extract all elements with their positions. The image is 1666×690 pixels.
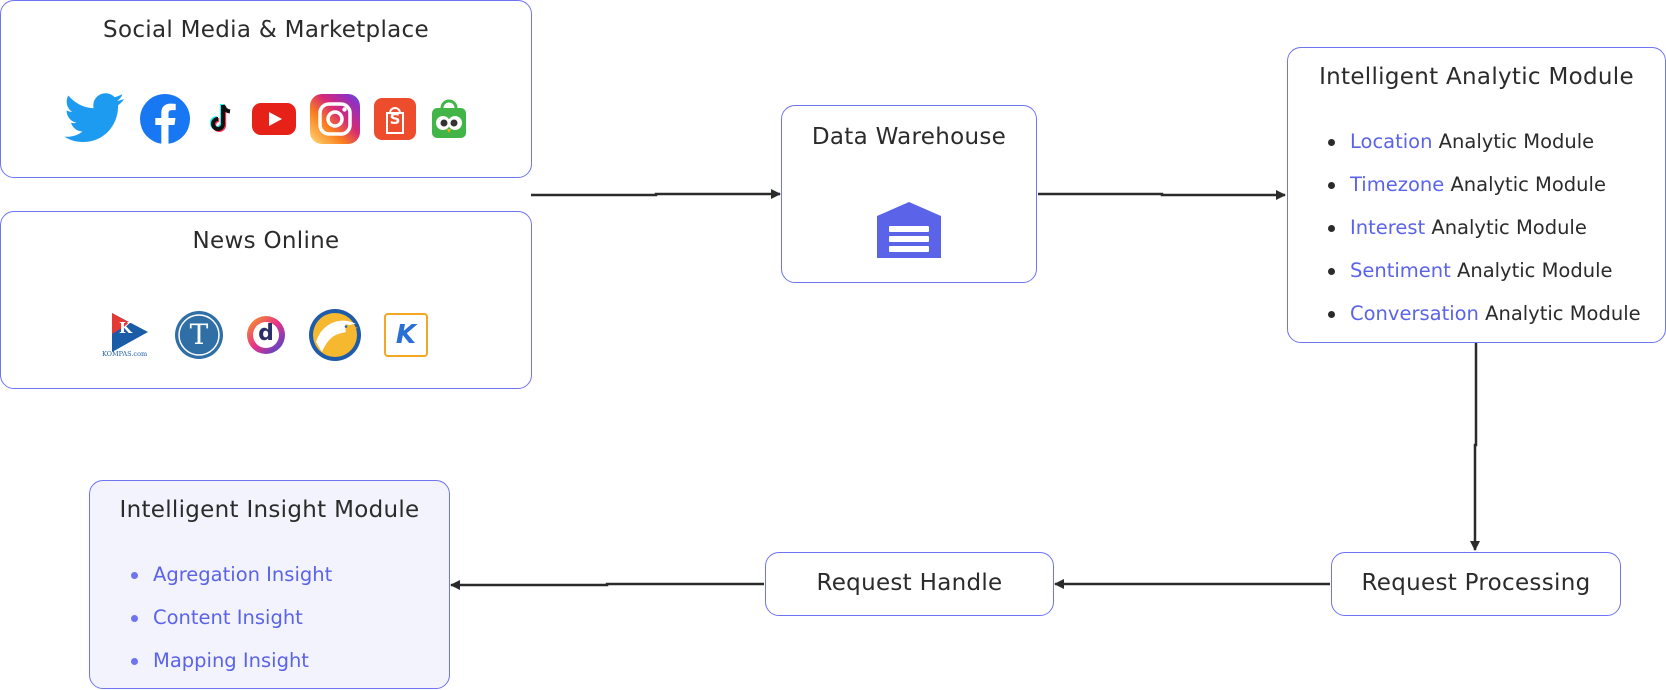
item-text: Analytic Module xyxy=(1478,302,1641,325)
data-warehouse-title: Data Warehouse xyxy=(811,124,1007,150)
arrow-analytic-to-request-processing xyxy=(1470,343,1480,551)
list-item: Agregation Insight xyxy=(131,553,332,596)
tribun-icon: T xyxy=(174,310,224,360)
request-handle-title: Request Handle xyxy=(816,570,1003,596)
social-media-title: Social Media & Marketplace xyxy=(103,17,429,43)
request-handle-box: Request Handle xyxy=(765,552,1054,616)
insight-module-list: Agregation Insight Content Insight Mappi… xyxy=(131,553,332,682)
item-highlight: Interest xyxy=(1350,216,1426,239)
item-text: Analytic Module xyxy=(1444,173,1606,196)
kumparan-icon: K xyxy=(384,313,428,357)
analytic-module-title: Intelligent Analytic Module xyxy=(1319,64,1634,90)
item-text: Analytic Module xyxy=(1432,130,1595,153)
list-item: Conversation Analytic Module xyxy=(1328,292,1641,335)
social-media-box: Social Media & Marketplace xyxy=(0,0,532,178)
item-highlight: Timezone xyxy=(1350,173,1445,196)
item-highlight: Location xyxy=(1350,130,1433,153)
list-item: Location Analytic Module xyxy=(1328,120,1641,163)
list-item: Mapping Insight xyxy=(131,639,332,682)
shopee-icon: S xyxy=(374,98,416,140)
analytic-module-box: Intelligent Analytic Module Location Ana… xyxy=(1287,47,1666,343)
news-icon-row: K KOMPAS.com T d K xyxy=(1,308,531,362)
list-item: Interest Analytic Module xyxy=(1328,206,1641,249)
item-highlight: Conversation xyxy=(1350,302,1479,325)
item-text: Analytic Module xyxy=(1450,259,1613,282)
news-online-title: News Online xyxy=(192,228,340,254)
item-highlight: Sentiment xyxy=(1350,259,1451,282)
kompas-icon: K KOMPAS.com xyxy=(102,310,152,360)
detik-icon: d xyxy=(246,315,286,355)
item-text: Analytic Module xyxy=(1425,216,1587,239)
request-processing-title: Request Processing xyxy=(1361,570,1591,596)
arrow-handle-to-insight xyxy=(450,580,764,590)
facebook-icon xyxy=(140,94,190,144)
arrow-warehouse-to-analytic xyxy=(1038,190,1286,200)
request-processing-box: Request Processing xyxy=(1331,552,1621,616)
youtube-icon xyxy=(252,103,296,135)
kompas-wordmark: KOMPAS.com xyxy=(102,350,148,358)
list-item: Timezone Analytic Module xyxy=(1328,163,1641,206)
analytic-module-list: Location Analytic Module Timezone Analyt… xyxy=(1328,120,1641,335)
twitter-icon xyxy=(64,93,126,145)
arrow-sources-to-warehouse xyxy=(531,189,781,199)
tribun-letter: T xyxy=(189,318,209,351)
list-item: Content Insight xyxy=(131,596,332,639)
shopee-letter: S xyxy=(389,110,401,128)
insight-module-box: Intelligent Insight Module Agregation In… xyxy=(89,480,450,689)
list-item: Sentiment Analytic Module xyxy=(1328,249,1641,292)
kompas-letter: K xyxy=(119,319,133,337)
instagram-icon xyxy=(310,94,360,144)
data-warehouse-box: Data Warehouse xyxy=(781,105,1037,283)
social-icon-row: S xyxy=(1,93,531,145)
news-online-box: News Online K KOMPAS.com T d K xyxy=(0,211,532,389)
kumparan-letter: K xyxy=(395,320,417,350)
warehouse-icon xyxy=(877,202,941,258)
insight-module-title: Intelligent Insight Module xyxy=(119,497,420,523)
rajawali-icon xyxy=(308,308,362,362)
tiktok-icon xyxy=(204,102,238,136)
tokopedia-icon xyxy=(430,98,468,140)
detik-letter: d xyxy=(258,321,274,346)
